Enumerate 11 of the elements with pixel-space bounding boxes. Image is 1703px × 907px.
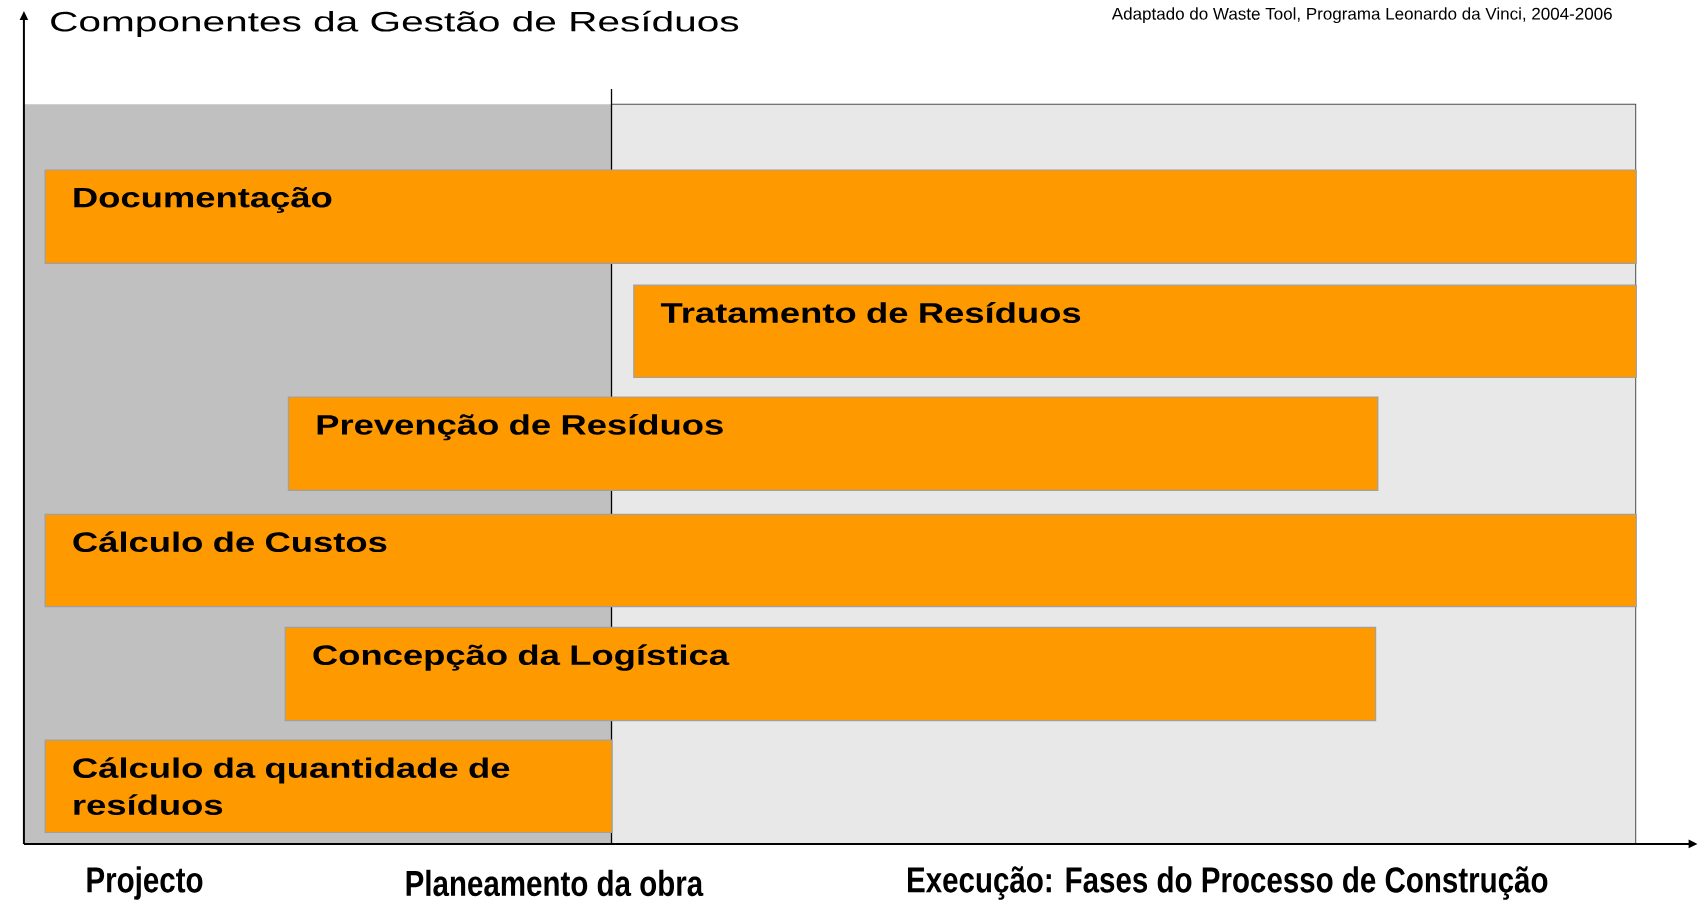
phase-label: Execução: Fases do Processo de Construção (908, 866, 1548, 900)
phase-label: Projecto (87, 866, 203, 900)
phase-label: Planeamento da obra (406, 869, 704, 897)
component-bar: Concepção da Logística (284, 626, 1377, 722)
component-bar: Prevenção de Resíduos (287, 396, 1379, 491)
component-bar: Cálculo de Custos (44, 513, 1637, 608)
axis-title: Componentes da Gestão de Resíduos (51, 10, 739, 38)
component-bar: Documentação (44, 169, 1637, 264)
source-note: Adaptado do Waste Tool, Programa Leonardo da Vinci, 2004-2006 (1111, 7, 1612, 24)
component-bar: Cálculo da quantidade de resíduos (44, 739, 613, 834)
component-bar: Tratamento de Resíduos (633, 284, 1637, 379)
